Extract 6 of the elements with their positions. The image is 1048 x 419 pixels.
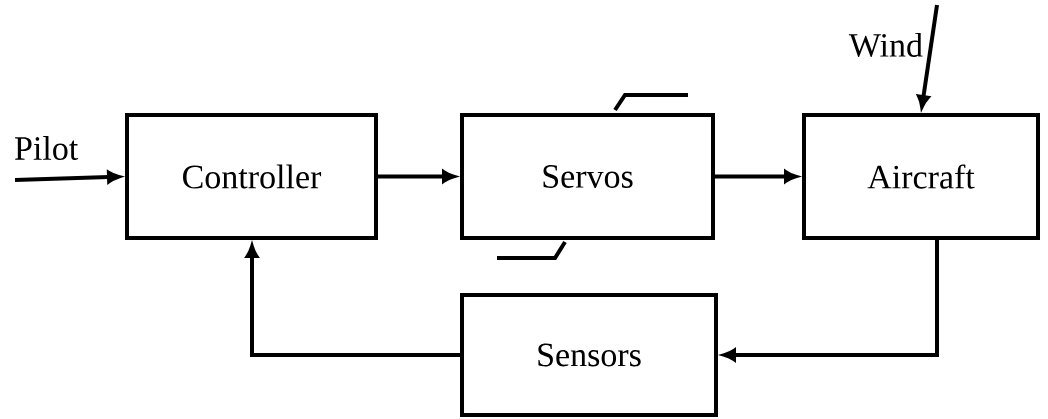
block-box: Sensors (460, 293, 718, 417)
block-box: Controller (125, 113, 378, 240)
block-box: Servos (460, 113, 715, 240)
block-box: Aircraft (802, 113, 1040, 240)
input-label: Wind (848, 32, 923, 58)
input-label: Pilot (15, 136, 79, 160)
